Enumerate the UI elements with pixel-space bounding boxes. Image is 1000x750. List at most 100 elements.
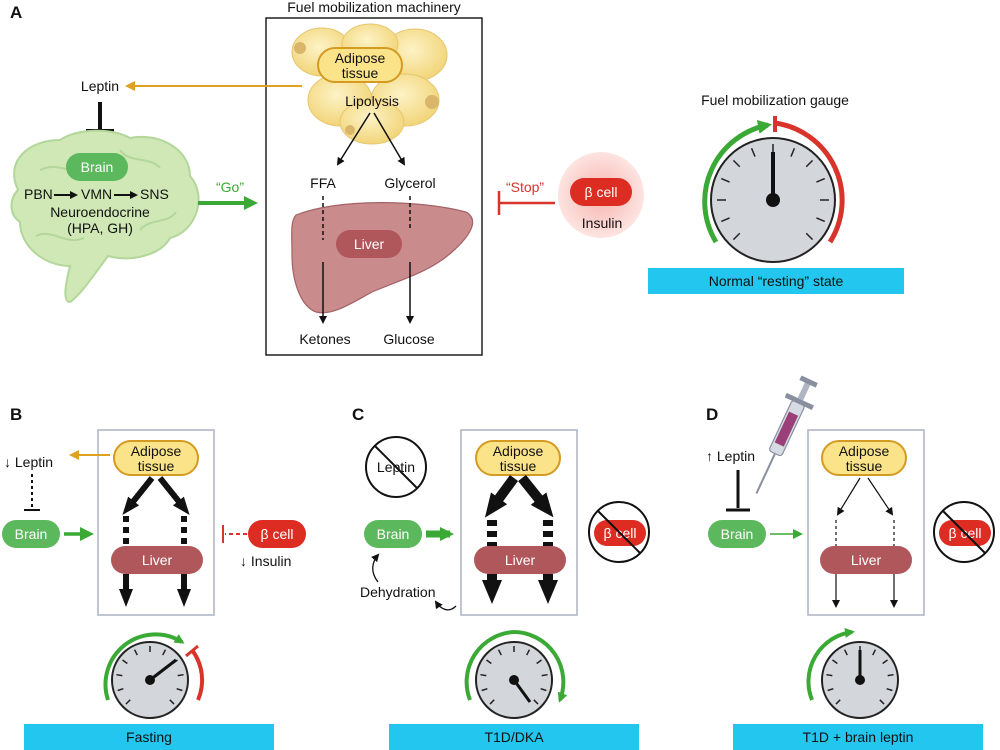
- machinery-box-d: [807, 429, 925, 616]
- state-bar-b: [24, 724, 274, 750]
- arrow-d-right: [867, 477, 894, 516]
- gauge-tick: [886, 687, 893, 692]
- pathway-pbn: PBN: [24, 186, 53, 202]
- gauge-tick: [177, 673, 184, 677]
- no-symbol-icon-leptin: Leptin: [365, 436, 427, 498]
- gauge-tick: [750, 147, 756, 157]
- gauge-tick: [117, 687, 124, 692]
- state-label-b: Fasting: [126, 729, 172, 745]
- panel-label-d: D: [706, 405, 718, 424]
- neuro-detail-label: (HPA, GH): [67, 220, 133, 236]
- machinery-box-b: [97, 429, 215, 616]
- gauge-tick: [843, 649, 848, 656]
- beta-cell-label-b: β cell: [261, 526, 294, 542]
- arrow-d-left: [836, 477, 861, 516]
- gauge-tick: [805, 159, 814, 168]
- gauge-tick: [162, 649, 167, 656]
- leptin-label: Leptin: [81, 78, 119, 94]
- brain-label-box: [66, 153, 128, 181]
- gauge-tick: [480, 673, 487, 677]
- liver-box-b: [111, 546, 203, 574]
- gauge-tick: [872, 649, 877, 656]
- adipose-label-box: [317, 47, 403, 83]
- gauge-tick: [489, 699, 495, 705]
- go-label: “Go”: [216, 179, 244, 195]
- gauge-icon-b: [103, 632, 205, 719]
- brain-label-b: Brain: [15, 526, 48, 542]
- neuroendocrine-label: Neuroendocrine: [50, 204, 150, 220]
- insulin-label-b: ↓ Insulin: [240, 553, 291, 569]
- liver-label: Liver: [354, 236, 385, 252]
- liver-box-c: [474, 546, 566, 574]
- gauge-tick: [826, 673, 833, 677]
- gauge-tick: [497, 649, 502, 656]
- adipose-box-d: [821, 440, 907, 476]
- adipose-b-line1: Adipose: [131, 443, 182, 459]
- gauge-tick: [835, 699, 841, 705]
- brain-label-c: Brain: [377, 526, 410, 542]
- liver-label-c: Liver: [505, 552, 536, 568]
- gauge-tick: [805, 232, 814, 241]
- dehydration-label: Dehydration: [360, 584, 436, 600]
- gauge-tick: [732, 232, 741, 241]
- gauge-tick: [732, 159, 741, 168]
- brain-folds: [35, 149, 177, 241]
- gauge-tick: [720, 177, 730, 183]
- gauge-tick: [125, 699, 131, 705]
- adipose-box-b: [113, 440, 199, 476]
- liver-box-d: [820, 546, 912, 574]
- gauge-tick: [122, 659, 128, 665]
- leptin-label-d: ↑ Leptin: [706, 448, 755, 464]
- gauge-title: Fuel mobilization gauge: [701, 92, 849, 108]
- gauge-tick: [790, 147, 796, 157]
- gauge-tick: [816, 177, 826, 183]
- brain-box-b: [2, 520, 60, 548]
- gauge-tick: [541, 673, 548, 677]
- gauge-tick: [879, 699, 885, 705]
- arrow-b-right: [157, 476, 190, 516]
- gauge-tick: [481, 687, 488, 692]
- gauge-tick: [533, 699, 539, 705]
- gauge-icon-d: [806, 627, 899, 719]
- brain-label-d: Brain: [721, 526, 754, 542]
- insulin-label: Insulin: [582, 215, 622, 231]
- gauge-tick: [827, 687, 834, 692]
- pathway-sns: SNS: [140, 186, 169, 202]
- liver-label-b: Liver: [142, 552, 173, 568]
- beta-cell-label-box: [570, 178, 632, 206]
- state-label-a: Normal “resting” state: [709, 273, 844, 289]
- brain-icon: [10, 129, 200, 304]
- liver-label-box: [336, 230, 402, 258]
- adipose-b-line2: tissue: [138, 458, 175, 474]
- adipose-line1: Adipose: [335, 50, 386, 66]
- gauge-needle-b: [149, 658, 177, 682]
- brain-box-c: [364, 520, 422, 548]
- panel-label-c: C: [352, 405, 364, 424]
- dehydration-arrow-in: [434, 600, 457, 611]
- gauge-tick: [526, 649, 531, 656]
- pathway-vmn: VMN: [81, 186, 112, 202]
- adipose-c-line2: tissue: [500, 458, 537, 474]
- panel-label-a: A: [10, 3, 22, 22]
- brain-label: Brain: [81, 159, 114, 175]
- gauge-tick: [176, 687, 183, 692]
- machinery-box-c: [460, 429, 578, 616]
- state-label-c: T1D/DKA: [484, 729, 544, 745]
- liver-label-d: Liver: [851, 552, 882, 568]
- gauge-tick: [816, 217, 826, 223]
- syringe-icon: [755, 375, 818, 494]
- gauge-icon-a: [702, 116, 845, 263]
- gauge-tick: [486, 659, 492, 665]
- state-bar-c: [389, 724, 639, 750]
- leptin-label-b: ↓ Leptin: [4, 454, 53, 470]
- brain-box-d: [708, 520, 766, 548]
- gauge-tick: [169, 699, 175, 705]
- no-symbol-icon-beta-d: β cell: [933, 501, 995, 563]
- glucose-label: Glucose: [383, 331, 435, 347]
- gauge-tick: [116, 673, 123, 677]
- adipose-box-c: [475, 440, 561, 476]
- gauge-tick: [133, 649, 138, 656]
- gauge-tick: [882, 659, 888, 665]
- gauge-tick: [832, 659, 838, 665]
- state-label-d: T1D + brain leptin: [803, 729, 914, 745]
